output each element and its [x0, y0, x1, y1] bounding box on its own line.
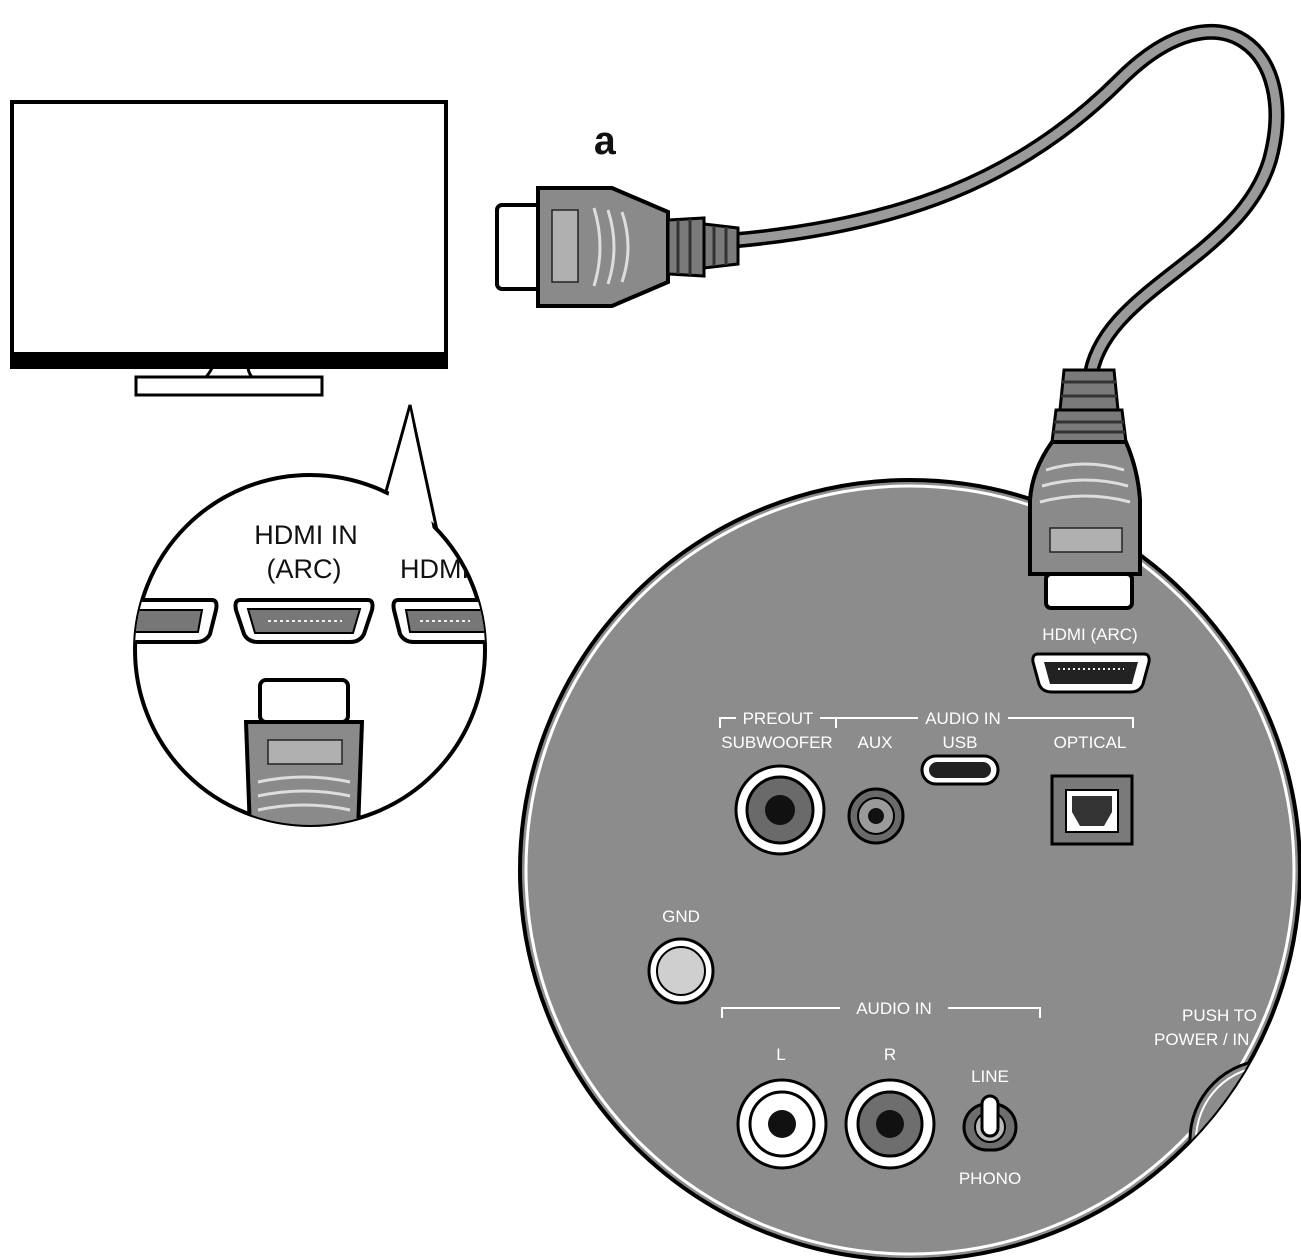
audio-in-bottom-label: AUDIO IN	[856, 999, 932, 1018]
optical-label: OPTICAL	[1054, 733, 1127, 752]
hdmi-plug-panel-end	[1028, 368, 1142, 610]
hdmi-plug-zoom	[243, 678, 365, 825]
left-channel-label: L	[776, 1045, 785, 1064]
adjacent-hdmi-label: HDMI	[400, 554, 469, 584]
hdmi-plug-tv-end	[495, 186, 740, 308]
gnd-label: GND	[662, 907, 700, 926]
preout-label: PREOUT	[743, 709, 814, 728]
hdmi-port-left-partial	[135, 598, 219, 644]
tv-port-zoom-callout: HDMI IN (ARC) HDMI	[133, 404, 487, 827]
hdmi-port-right-partial	[391, 598, 485, 644]
arc-label: (ARC)	[267, 554, 342, 584]
hdmi-in-label: HDMI IN	[254, 520, 358, 550]
audio-in-top-bracket	[719, 717, 1134, 728]
hdmi-cable	[730, 23, 1285, 388]
usb-label: USB	[943, 733, 978, 752]
line-phono-switch	[962, 1094, 1018, 1152]
subwoofer-jack	[734, 764, 826, 856]
audio-in-left-jack	[736, 1078, 828, 1170]
audio-in-right-jack	[844, 1078, 936, 1170]
rear-panel-zoom: HDMI (ARC) PREOUT AUDIO IN SUBWOOFER AUX…	[518, 478, 1301, 1260]
line-label: LINE	[971, 1067, 1009, 1086]
cable-callout-letter: a	[593, 122, 617, 167]
subwoofer-label: SUBWOOFER	[721, 733, 832, 752]
right-channel-label: R	[884, 1045, 896, 1064]
hdmi-arc-panel-label: HDMI (ARC)	[1042, 625, 1137, 644]
audio-in-bottom-bracket	[721, 1007, 1041, 1018]
phono-label: PHONO	[959, 1169, 1021, 1188]
hdmi-arc-port	[1031, 652, 1151, 694]
power-label-line1: PUSH TO	[1182, 1006, 1257, 1025]
aux-label: AUX	[858, 733, 893, 752]
aux-jack	[847, 787, 905, 845]
power-label-line2: POWER / IN	[1154, 1030, 1249, 1049]
tv-icon	[10, 100, 448, 397]
hdmi-in-arc-port	[233, 598, 375, 644]
usb-c-port	[920, 754, 1000, 786]
optical-port	[1050, 774, 1134, 846]
audio-in-top-label: AUDIO IN	[925, 709, 1001, 728]
gnd-terminal	[647, 937, 715, 1005]
